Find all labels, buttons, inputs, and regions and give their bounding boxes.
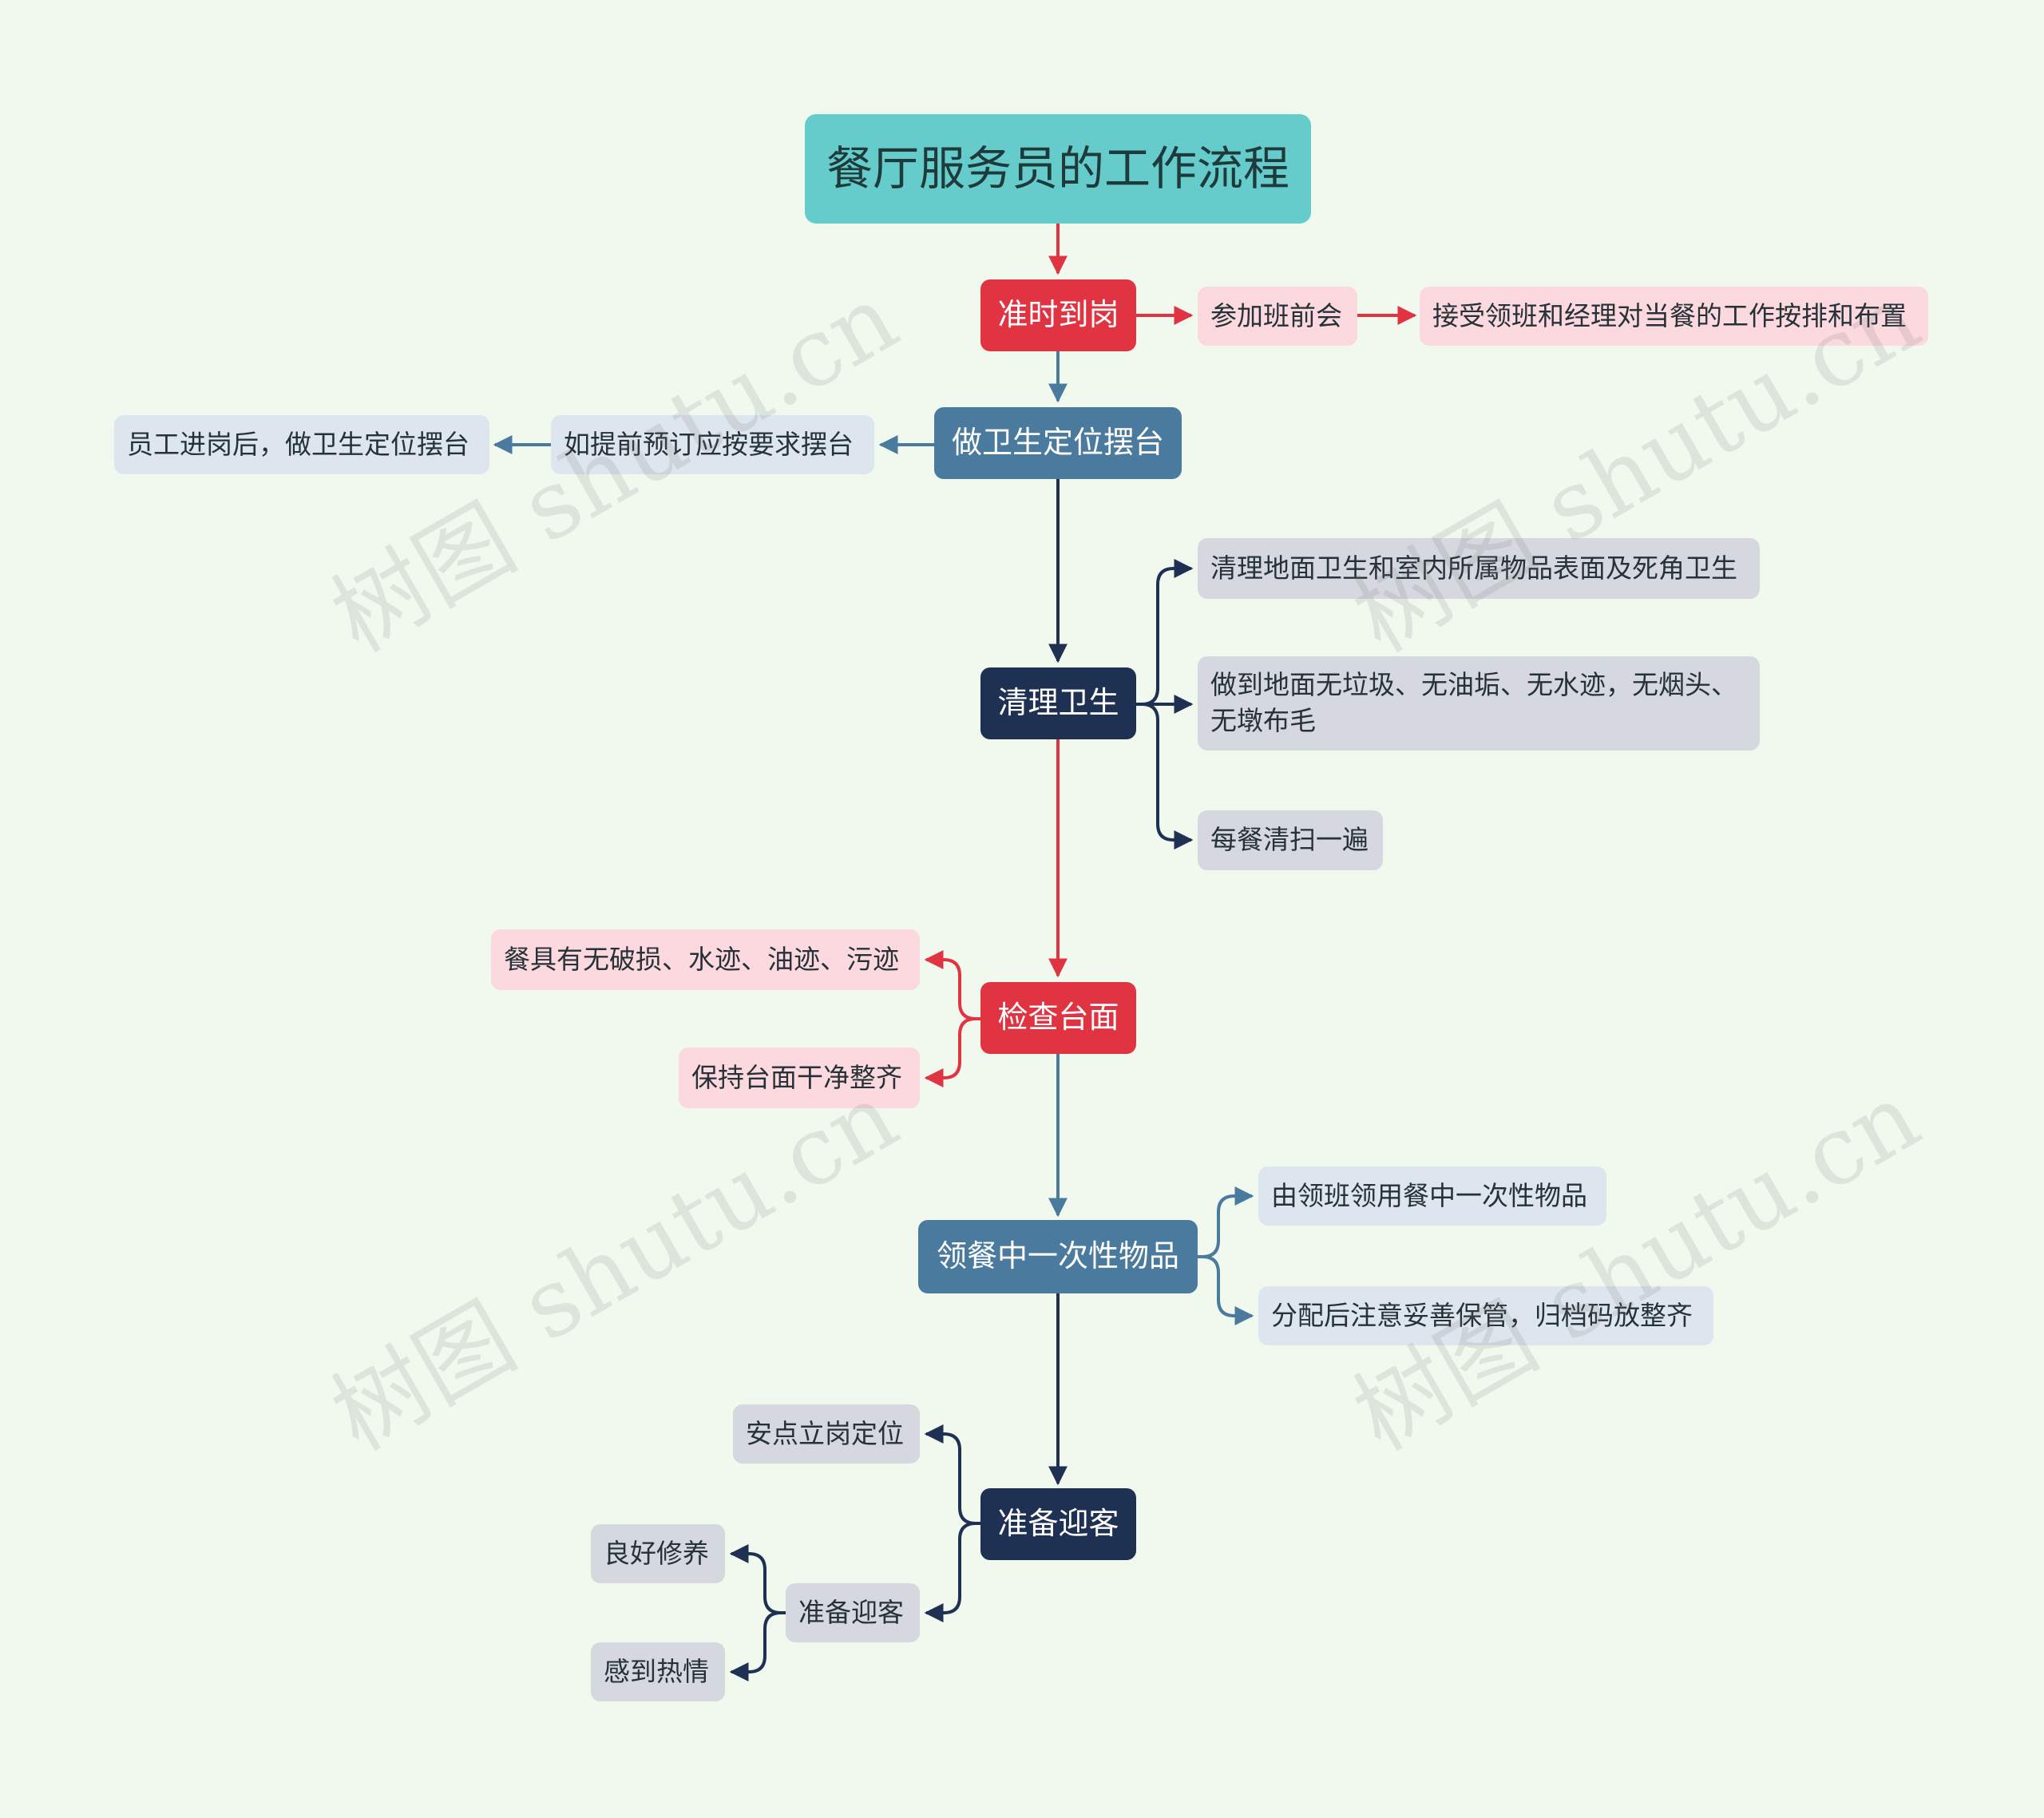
node-staff-setup: 员工进岗后，做卫生定位摆台	[114, 415, 489, 474]
step-cleaning-setup: 做卫生定位摆台	[934, 407, 1182, 479]
step-on-time: 准时到岗	[980, 279, 1136, 351]
link-s5-c2	[1198, 1255, 1254, 1325]
link-s4-c2	[924, 1017, 980, 1087]
node-feel-warmth: 感到热情	[591, 1642, 725, 1701]
link-s4-c1	[924, 950, 980, 1020]
step-prepare-guests: 准备迎客	[980, 1488, 1136, 1560]
node-accept-arrangement: 接受领班和经理对当餐的工作按排和布置	[1420, 287, 1928, 346]
node-clean-each-meal: 每餐清扫一遍	[1198, 810, 1383, 870]
step-check-table: 检查台面	[980, 982, 1136, 1054]
node-collect-disposables: 由领班领用餐中一次性物品	[1258, 1166, 1606, 1226]
node-clean-standard: 做到地面无垃圾、无油垢、无水迹，无烟头、无墩布毛	[1198, 656, 1760, 751]
node-store-properly: 分配后注意妥善保管，归档码放整齐	[1258, 1286, 1713, 1345]
node-stand-position: 安点立岗定位	[733, 1404, 920, 1464]
node-pre-shift-meeting: 参加班前会	[1198, 287, 1357, 346]
node-tableware-check: 餐具有无破损、水迹、油迹、污迹	[491, 929, 920, 990]
link-s6-c2	[924, 1522, 980, 1622]
link-s6-c1	[924, 1424, 980, 1525]
link-s6c2-g1	[729, 1544, 786, 1614]
step-disposables: 领餐中一次性物品	[918, 1220, 1198, 1293]
page-title: 餐厅服务员的工作流程	[805, 114, 1311, 224]
node-good-manners: 良好修养	[591, 1524, 725, 1583]
link-s6c2-g2	[729, 1611, 786, 1681]
step-clean: 清理卫生	[980, 667, 1136, 739]
node-reservation-setup: 如提前预订应按要求摆台	[551, 415, 874, 474]
link-s3-c1	[1136, 559, 1194, 706]
link-s3-c3	[1136, 703, 1194, 850]
link-s5-c1	[1198, 1186, 1254, 1258]
node-clean-floor: 清理地面卫生和室内所属物品表面及死角卫生	[1198, 538, 1760, 599]
node-keep-clean: 保持台面干净整齐	[679, 1048, 920, 1108]
node-prepare-guests: 准备迎客	[786, 1583, 920, 1642]
